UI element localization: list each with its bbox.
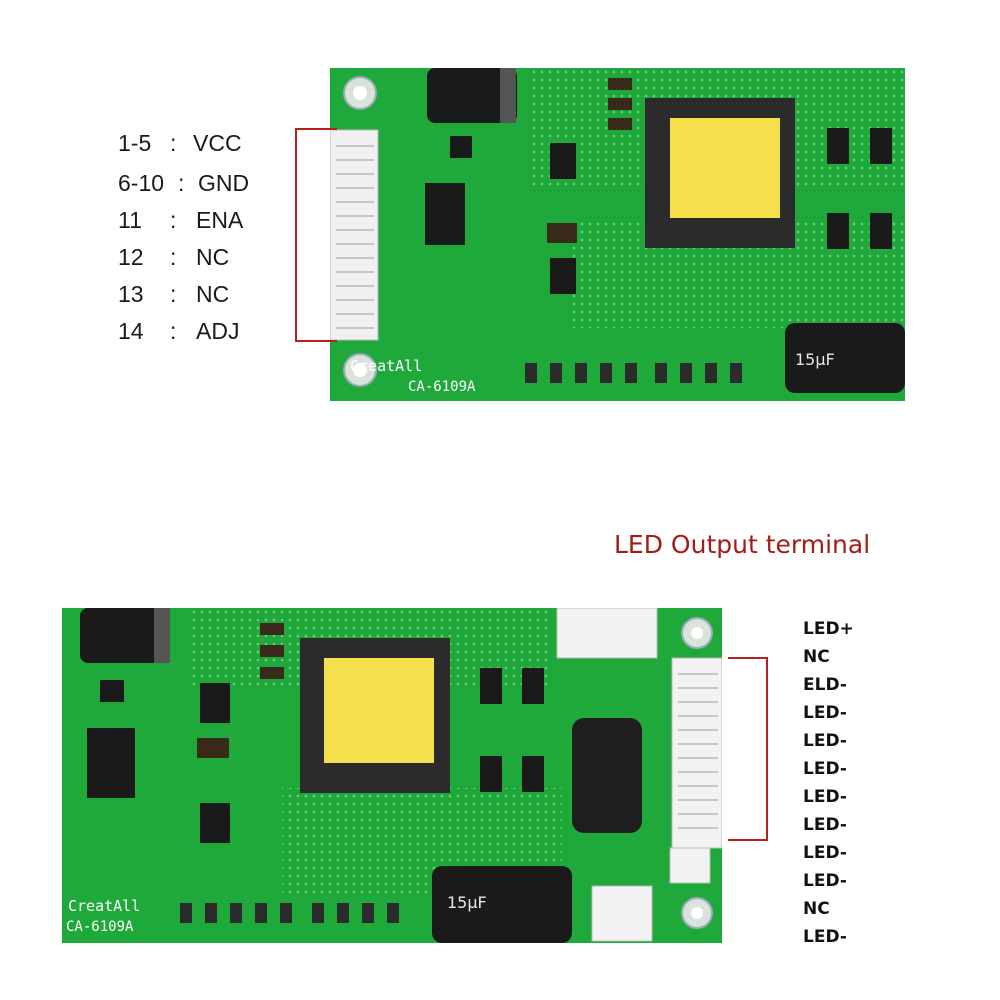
output-pin-label: LED-	[803, 815, 847, 835]
legend-pins: 1-5	[118, 130, 152, 156]
legend-signal: VCC	[193, 130, 242, 156]
top-pcb-photo: 15μF CreatAll CA-6109A	[330, 68, 905, 401]
legend-sep: :	[170, 130, 177, 156]
output-pin-label: LED-	[803, 787, 847, 807]
legend-signal: ADJ	[196, 318, 240, 344]
top-brand: CreatAll	[350, 357, 422, 375]
legend-signal: ENA	[196, 207, 244, 233]
bottom-cap-value: 15μF	[447, 893, 487, 912]
bottom-pcb-photo: 15μF CreatAll CA-6109A	[62, 608, 722, 943]
output-pin-label: LED-	[803, 871, 847, 891]
legend-sep: :	[170, 244, 177, 270]
output-pin-label: LED-	[803, 843, 847, 863]
bottom-brand: CreatAll	[68, 897, 140, 915]
top-cap-value: 15μF	[795, 350, 835, 369]
legend-sep: :	[170, 318, 177, 344]
output-pin-label: NC	[803, 647, 830, 667]
top-model: CA-6109A	[408, 379, 476, 395]
output-pin-label: LED+	[803, 619, 854, 639]
output-pin-label: LED-	[803, 759, 847, 779]
input-connector-bracket	[295, 128, 337, 342]
legend-pins: 11	[118, 207, 142, 233]
output-pin-label: LED-	[803, 703, 847, 723]
output-pin-label: LED-	[803, 927, 847, 947]
output-pin-label: LED-	[803, 731, 847, 751]
legend-signal: NC	[196, 244, 230, 270]
legend-sep: :	[170, 281, 177, 307]
output-pin-label: ELD-	[803, 675, 847, 695]
legend-pins: 14	[118, 318, 144, 344]
bottom-model: CA-6109A	[66, 919, 134, 935]
output-pin-label: NC	[803, 899, 830, 919]
output-connector-bracket	[728, 657, 768, 841]
legend-sep: :	[178, 170, 185, 196]
output-terminal-title: LED Output terminal	[614, 530, 871, 559]
legend-signal: NC	[196, 281, 230, 307]
legend-pins: 13	[118, 281, 144, 307]
legend-pins: 12	[118, 244, 144, 270]
legend-signal: GND	[198, 170, 250, 196]
legend-pins: 6-10	[118, 170, 165, 196]
legend-sep: :	[170, 207, 177, 233]
